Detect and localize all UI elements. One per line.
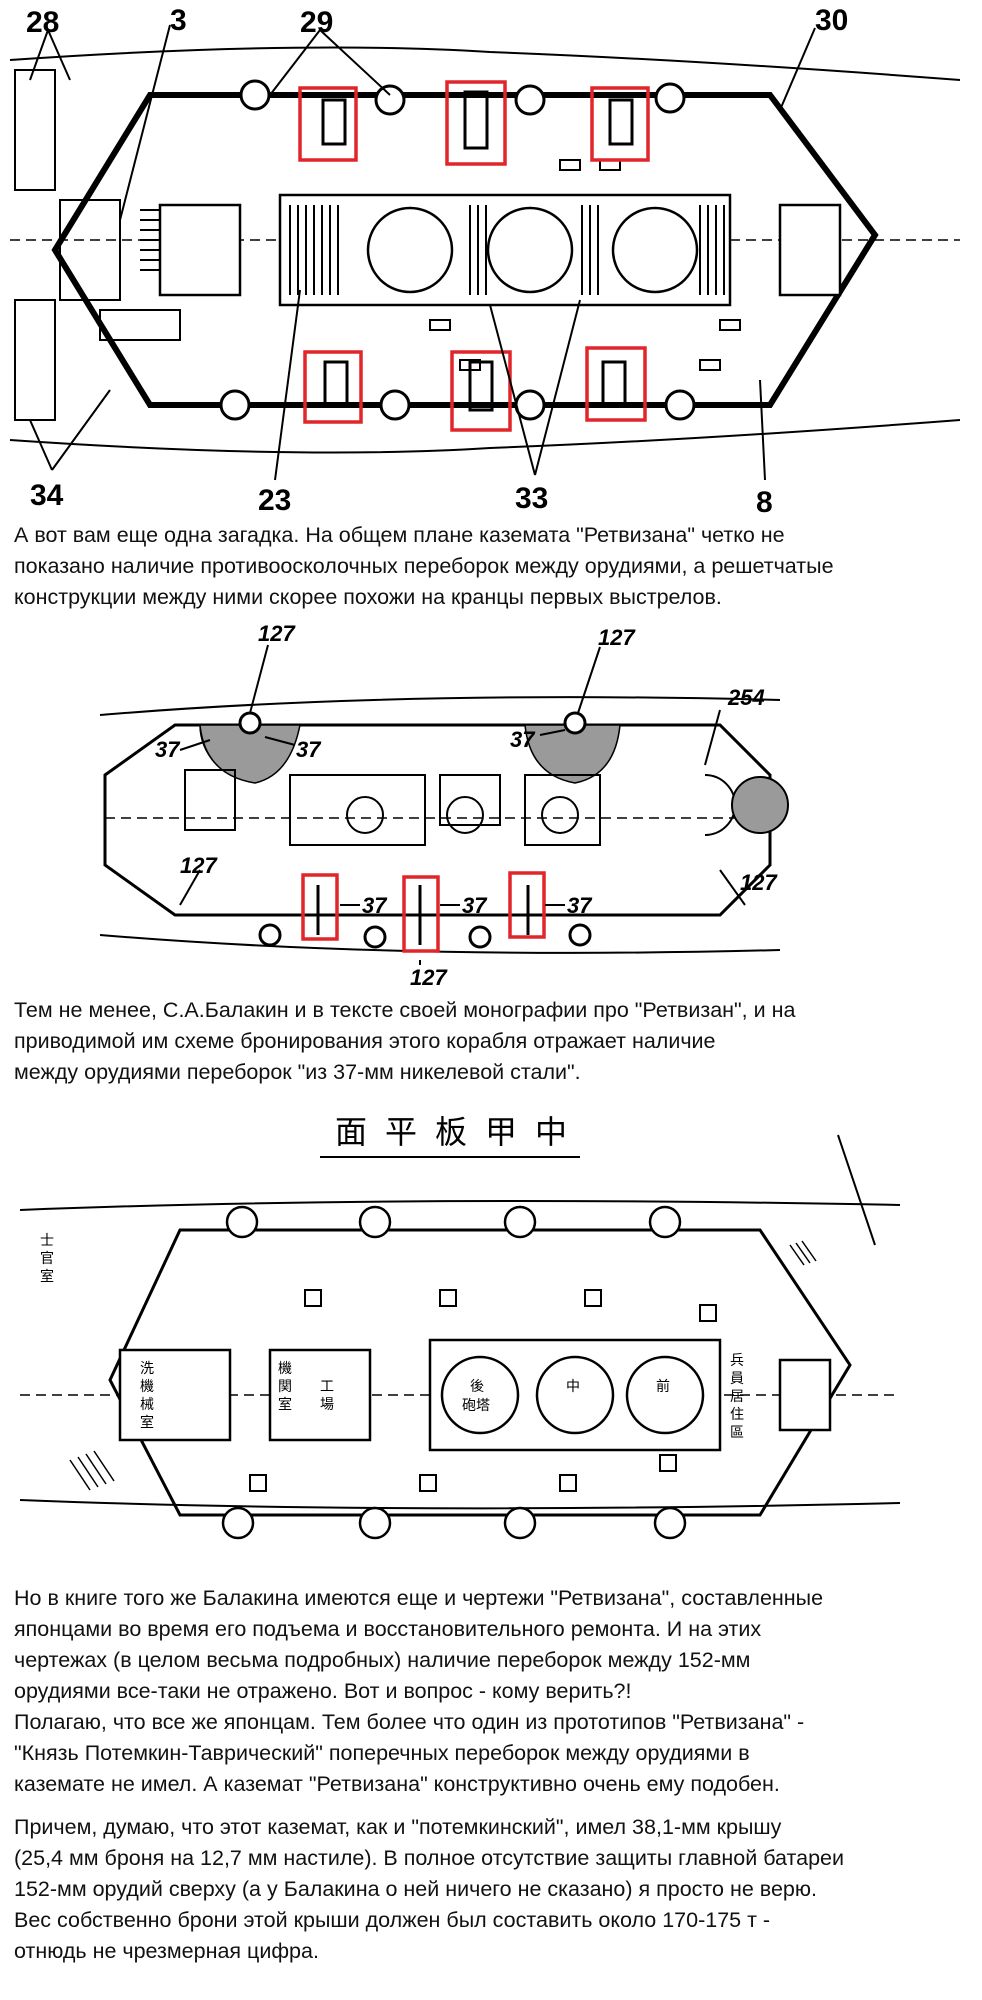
- paragraph-line: каземате не имел. А каземат "Ретвизана" …: [14, 1772, 780, 1796]
- crew-quarters-label: 居: [730, 1389, 744, 1405]
- paragraph-line: между орудиями переборок "из 37-мм никел…: [14, 1060, 581, 1084]
- plan-callouts: 28 3 29 30 34 23 33 8: [26, 4, 848, 519]
- paragraph-line: показано наличие противоосколочных переб…: [14, 554, 834, 578]
- drawing-small-hatches: [249, 1289, 717, 1492]
- paragraph-balakin: Тем не менее, С.А.Балакин и в тексте сво…: [14, 995, 970, 1088]
- casemate-plan-figure: 28 3 29 30 34 23 33 8: [9, 4, 961, 519]
- mid-turret-label: 中: [566, 1379, 580, 1395]
- crew-quarters-label: 區: [730, 1425, 744, 1441]
- callout-30: 30: [815, 4, 848, 37]
- ammo-lockers: [321, 90, 634, 412]
- drawing-kanji-labels: 後 中 前 砲塔 機 関 室 工 場 洗 機 械 室 兵 員 居 住 區 士 官…: [40, 1233, 744, 1441]
- aft-turret-label: 後: [470, 1379, 484, 1395]
- grille-hatching: [140, 205, 725, 295]
- paragraph-line: (25,4 мм броня на 12,7 мм настиле). В по…: [14, 1846, 845, 1870]
- drawing-gun-mounts: [221, 1205, 687, 1540]
- drawing-pointer: [837, 1134, 876, 1246]
- callout-127: 127: [740, 870, 778, 895]
- callout-23: 23: [258, 484, 291, 517]
- scheme-blocks: [184, 769, 789, 846]
- callout-34: 34: [30, 479, 64, 512]
- callout-37: 37: [510, 727, 536, 752]
- engine-label: 関: [278, 1379, 292, 1395]
- scheme-bulkheads: [316, 885, 530, 945]
- crew-quarters-label: 兵: [730, 1353, 744, 1369]
- drawing-casemate-outline: [108, 1228, 852, 1517]
- paragraph-line: 152-мм орудий сверху (а у Балакина о ней…: [14, 1877, 817, 1901]
- wash-room-label: 機: [140, 1379, 154, 1395]
- callout-37: 37: [462, 893, 488, 918]
- paragraph-line: Вес собственно брони этой крыши должен б…: [14, 1908, 771, 1932]
- callout-127: 127: [598, 625, 636, 650]
- turret-label: 砲塔: [462, 1398, 490, 1414]
- leader-lines: [29, 24, 816, 481]
- officers-room-label: 官: [40, 1251, 54, 1267]
- callout-29: 29: [300, 6, 333, 39]
- paragraph-line: орудиями все-таки не отражено. Вот и воп…: [14, 1679, 632, 1703]
- fore-turret-label: 前: [656, 1378, 670, 1395]
- scheme-callouts: 127 127 37 37 37 254 127 127 37 37 37 12…: [155, 621, 778, 990]
- scheme-highlight-boxes: [301, 871, 546, 953]
- callout-8: 8: [756, 486, 773, 519]
- paragraph-line: Но в книге того же Балакина имеются еще …: [14, 1586, 824, 1610]
- drawing-title: 面平板甲中: [335, 1113, 585, 1151]
- paragraph-line: конструкции между ними скорее похожи на …: [14, 585, 722, 609]
- callout-33: 33: [515, 482, 548, 515]
- engine-label: 室: [278, 1396, 292, 1413]
- crew-quarters-label: 住: [730, 1407, 744, 1423]
- callout-28: 28: [26, 6, 59, 39]
- paragraph-line: японцами во время его подъема и восстано…: [14, 1617, 762, 1641]
- gun-mounts: [219, 79, 696, 421]
- paragraph-line: Причем, думаю, что этот каземат, как и "…: [14, 1815, 782, 1839]
- scheme-leaders: [179, 644, 746, 965]
- paragraph-line: "Князь Потемкин-Таврический" поперечных …: [14, 1741, 750, 1765]
- officers-room-label: 士: [40, 1233, 54, 1249]
- drawing-hatched-areas: [69, 1240, 817, 1491]
- callout-37: 37: [296, 737, 322, 762]
- wash-room-label: 械: [140, 1397, 154, 1413]
- callout-37: 37: [362, 893, 388, 918]
- workshop-label: 場: [320, 1397, 334, 1413]
- callout-127: 127: [410, 965, 448, 990]
- paragraph-riddle: А вот вам еще одна загадка. На общем пла…: [14, 520, 970, 613]
- paragraph-line: Полагаю, что все же японцам. Тем более ч…: [14, 1710, 805, 1734]
- scheme-casemate-outline: [103, 723, 772, 917]
- workshop-label: 工: [320, 1379, 334, 1395]
- locker-highlight-boxes: [298, 80, 650, 432]
- paragraph-line: чертежах (в целом весьма подробных) нали…: [14, 1648, 751, 1672]
- callout-254: 254: [727, 685, 765, 710]
- callout-37: 37: [155, 737, 181, 762]
- paragraph-roof-armour: Причем, думаю, что этот каземат, как и "…: [14, 1812, 970, 1967]
- callout-37: 37: [567, 893, 593, 918]
- paragraph-line: Тем не менее, С.А.Балакин и в тексте сво…: [14, 998, 796, 1022]
- callout-127: 127: [180, 853, 218, 878]
- paragraph-line: отнюдь не чрезмерная цифра.: [14, 1939, 319, 1963]
- casemate-armour-outline: [51, 92, 879, 408]
- officers-room-label: 室: [40, 1268, 54, 1285]
- funnel-block: [158, 193, 842, 307]
- callout-127: 127: [258, 621, 296, 646]
- paragraph-line: приводимой им схеме бронирования этого к…: [14, 1029, 716, 1053]
- paragraph-japanese-drawings: Но в книге того же Балакина имеются еще …: [14, 1583, 970, 1800]
- aft-structure: [14, 69, 181, 421]
- engine-label: 機: [278, 1361, 292, 1377]
- crew-quarters-label: 員: [730, 1371, 744, 1387]
- callout-3: 3: [170, 4, 187, 37]
- wash-room-label: 洗: [140, 1361, 154, 1377]
- wash-room-label: 室: [140, 1414, 154, 1431]
- scheme-gun-mounts: [238, 711, 592, 949]
- japanese-drawing-figure: 面平板甲中 後 中 前 砲塔 機 関 室 工 場 洗 機: [19, 1113, 901, 1540]
- paragraph-line: А вот вам еще одна загадка. На общем пла…: [14, 523, 785, 547]
- drawing-turrets-block: [118, 1338, 832, 1452]
- armour-scheme-figure: 127 127 37 37 37 254 127 127 37 37 37 12…: [99, 621, 789, 990]
